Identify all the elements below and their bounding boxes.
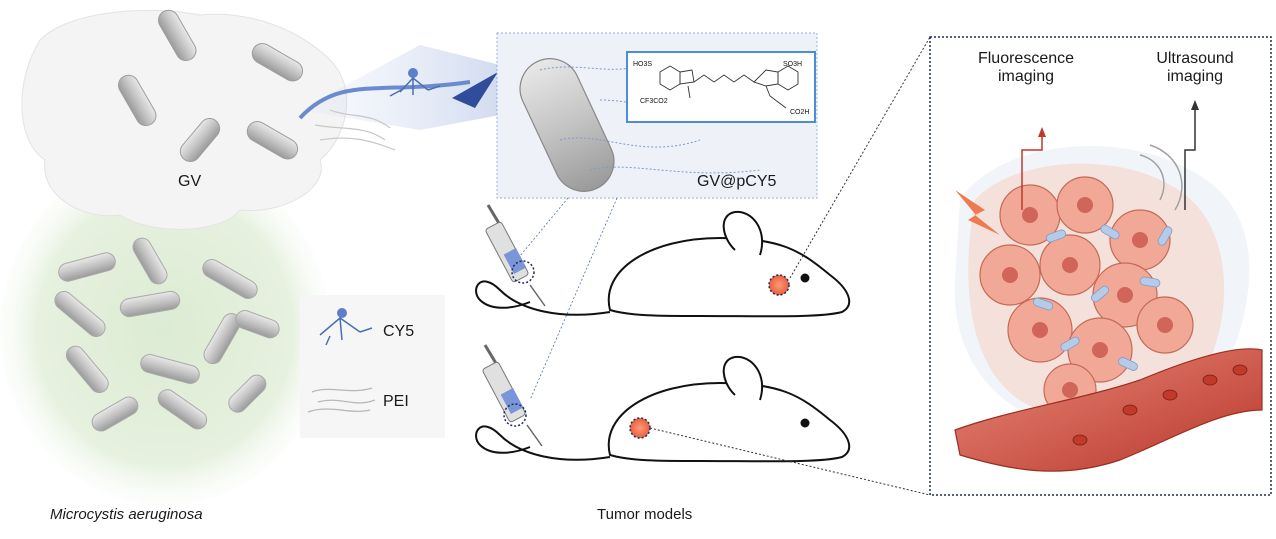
- gv-pcy5-label: GV@pCY5: [697, 173, 777, 190]
- syringe-bottom: [482, 344, 543, 447]
- arrow-head-icon: [452, 72, 498, 108]
- gv-label: GV: [178, 173, 202, 190]
- ultrasound-line2: imaging: [1166, 68, 1224, 85]
- cy5-legend-icon: [337, 308, 347, 318]
- algae-colony: [0, 155, 330, 505]
- tumor-nuclei: [1002, 197, 1173, 398]
- blood-vessel: [954, 348, 1263, 472]
- microcystis-label: Microcystis aeruginosa: [50, 506, 203, 523]
- fluorescence-title: Fluorescence imaging: [966, 50, 1086, 86]
- mol-co2h: CO2H: [790, 109, 809, 116]
- legend-box: [300, 295, 445, 438]
- tumor-models-label: Tumor models: [597, 506, 693, 523]
- red-blood-cells: [1072, 364, 1248, 446]
- mol-so3h: SO3H: [783, 61, 802, 68]
- gv-particles: [1032, 224, 1173, 371]
- ultrasound-waves-icon: [1139, 144, 1183, 211]
- ultrasound-arrow-icon: [1191, 100, 1199, 110]
- syringe-top: [485, 204, 546, 307]
- tumor-zoom-lines: [649, 36, 931, 496]
- cy5-molecule-structure: [626, 51, 816, 123]
- zoom-beam: [298, 45, 500, 151]
- algae-cells: [54, 237, 280, 432]
- mouse-top: [475, 210, 851, 318]
- fluorescence-line1: Fluorescence: [977, 50, 1075, 67]
- mouse-bottom: [475, 355, 851, 463]
- fluorescence-arrow-icon: [1038, 127, 1046, 137]
- pei-legend-label: PEI: [383, 393, 409, 410]
- ultrasound-title: Ultrasound imaging: [1140, 50, 1250, 86]
- tumor-panel: [929, 36, 1272, 496]
- mol-cf3co2: CF3CO2: [640, 98, 668, 105]
- connector-lines: [514, 197, 618, 401]
- light-bolt-icon: [955, 190, 1000, 235]
- fluorescence-line2: imaging: [997, 68, 1055, 85]
- gv-cloud: [21, 9, 348, 230]
- ultrasound-line1: Ultrasound: [1156, 50, 1234, 67]
- cy5-legend-label: CY5: [383, 323, 415, 340]
- mol-ho3s: HO3S: [633, 61, 652, 68]
- pei-legend-icon: [307, 387, 376, 413]
- gas-vesicles: [118, 9, 304, 162]
